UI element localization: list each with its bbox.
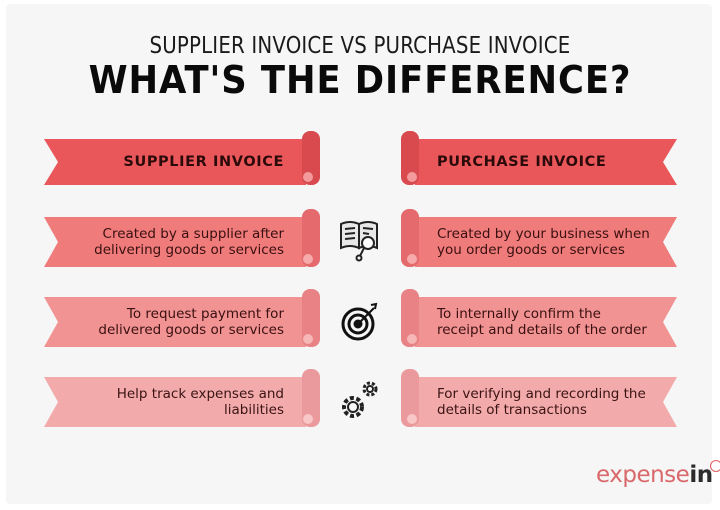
- supplier-row-3-line-1: Help track expenses and: [116, 386, 284, 402]
- purchase-row-1-line-2: you order goods or services: [437, 242, 625, 258]
- supplier-row-2-line-1: To request payment for: [126, 306, 284, 322]
- expensein-logo: expensein: [596, 460, 720, 488]
- purchase-row-3-line-2: details of transactions: [437, 402, 587, 418]
- page-title: WHAT'S THE DIFFERENCE?: [88, 58, 632, 102]
- purchase-row-2-line-2: receipt and details of the order: [437, 322, 647, 338]
- subtitle: SUPPLIER INVOICE VS PURCHASE INVOICE: [149, 33, 571, 59]
- purchase-row-2-line-1: To internally confirm the: [437, 306, 601, 322]
- purchase-row-3-line-1: For verifying and recording the: [437, 386, 646, 402]
- logo-mark-icon: [709, 460, 720, 472]
- supplier-row-1: Created by a supplier after delivering g…: [44, 209, 320, 267]
- supplier-row-1-line-2: delivering goods or services: [94, 242, 284, 258]
- supplier-invoice-heading-ribbon: SUPPLIER INVOICE: [44, 131, 320, 185]
- supplier-row-1-line-1: Created by a supplier after: [102, 226, 284, 242]
- supplier-row-2-line-2: delivered goods or services: [98, 322, 284, 338]
- target-icon: [338, 300, 382, 344]
- purchase-row-3: For verifying and recording the details …: [401, 369, 677, 427]
- book-magnifier-icon: [338, 218, 382, 262]
- purchase-row-2: To internally confirm the receipt and de…: [401, 289, 677, 347]
- supplier-row-3: Help track expenses and liabilities: [44, 369, 320, 427]
- supplier-invoice-heading: SUPPLIER INVOICE: [123, 154, 284, 170]
- logo-part-1: expense: [596, 462, 690, 488]
- purchase-row-1: Created by your business when you order …: [401, 209, 677, 267]
- supplier-row-3-line-2: liabilities: [224, 402, 284, 418]
- purchase-row-1-line-1: Created by your business when: [437, 226, 650, 242]
- purchase-invoice-heading: PURCHASE INVOICE: [437, 154, 607, 170]
- gears-icon: [338, 378, 382, 422]
- purchase-invoice-heading-ribbon: PURCHASE INVOICE: [401, 131, 677, 185]
- logo-part-2: in: [689, 462, 713, 488]
- supplier-row-2: To request payment for delivered goods o…: [44, 289, 320, 347]
